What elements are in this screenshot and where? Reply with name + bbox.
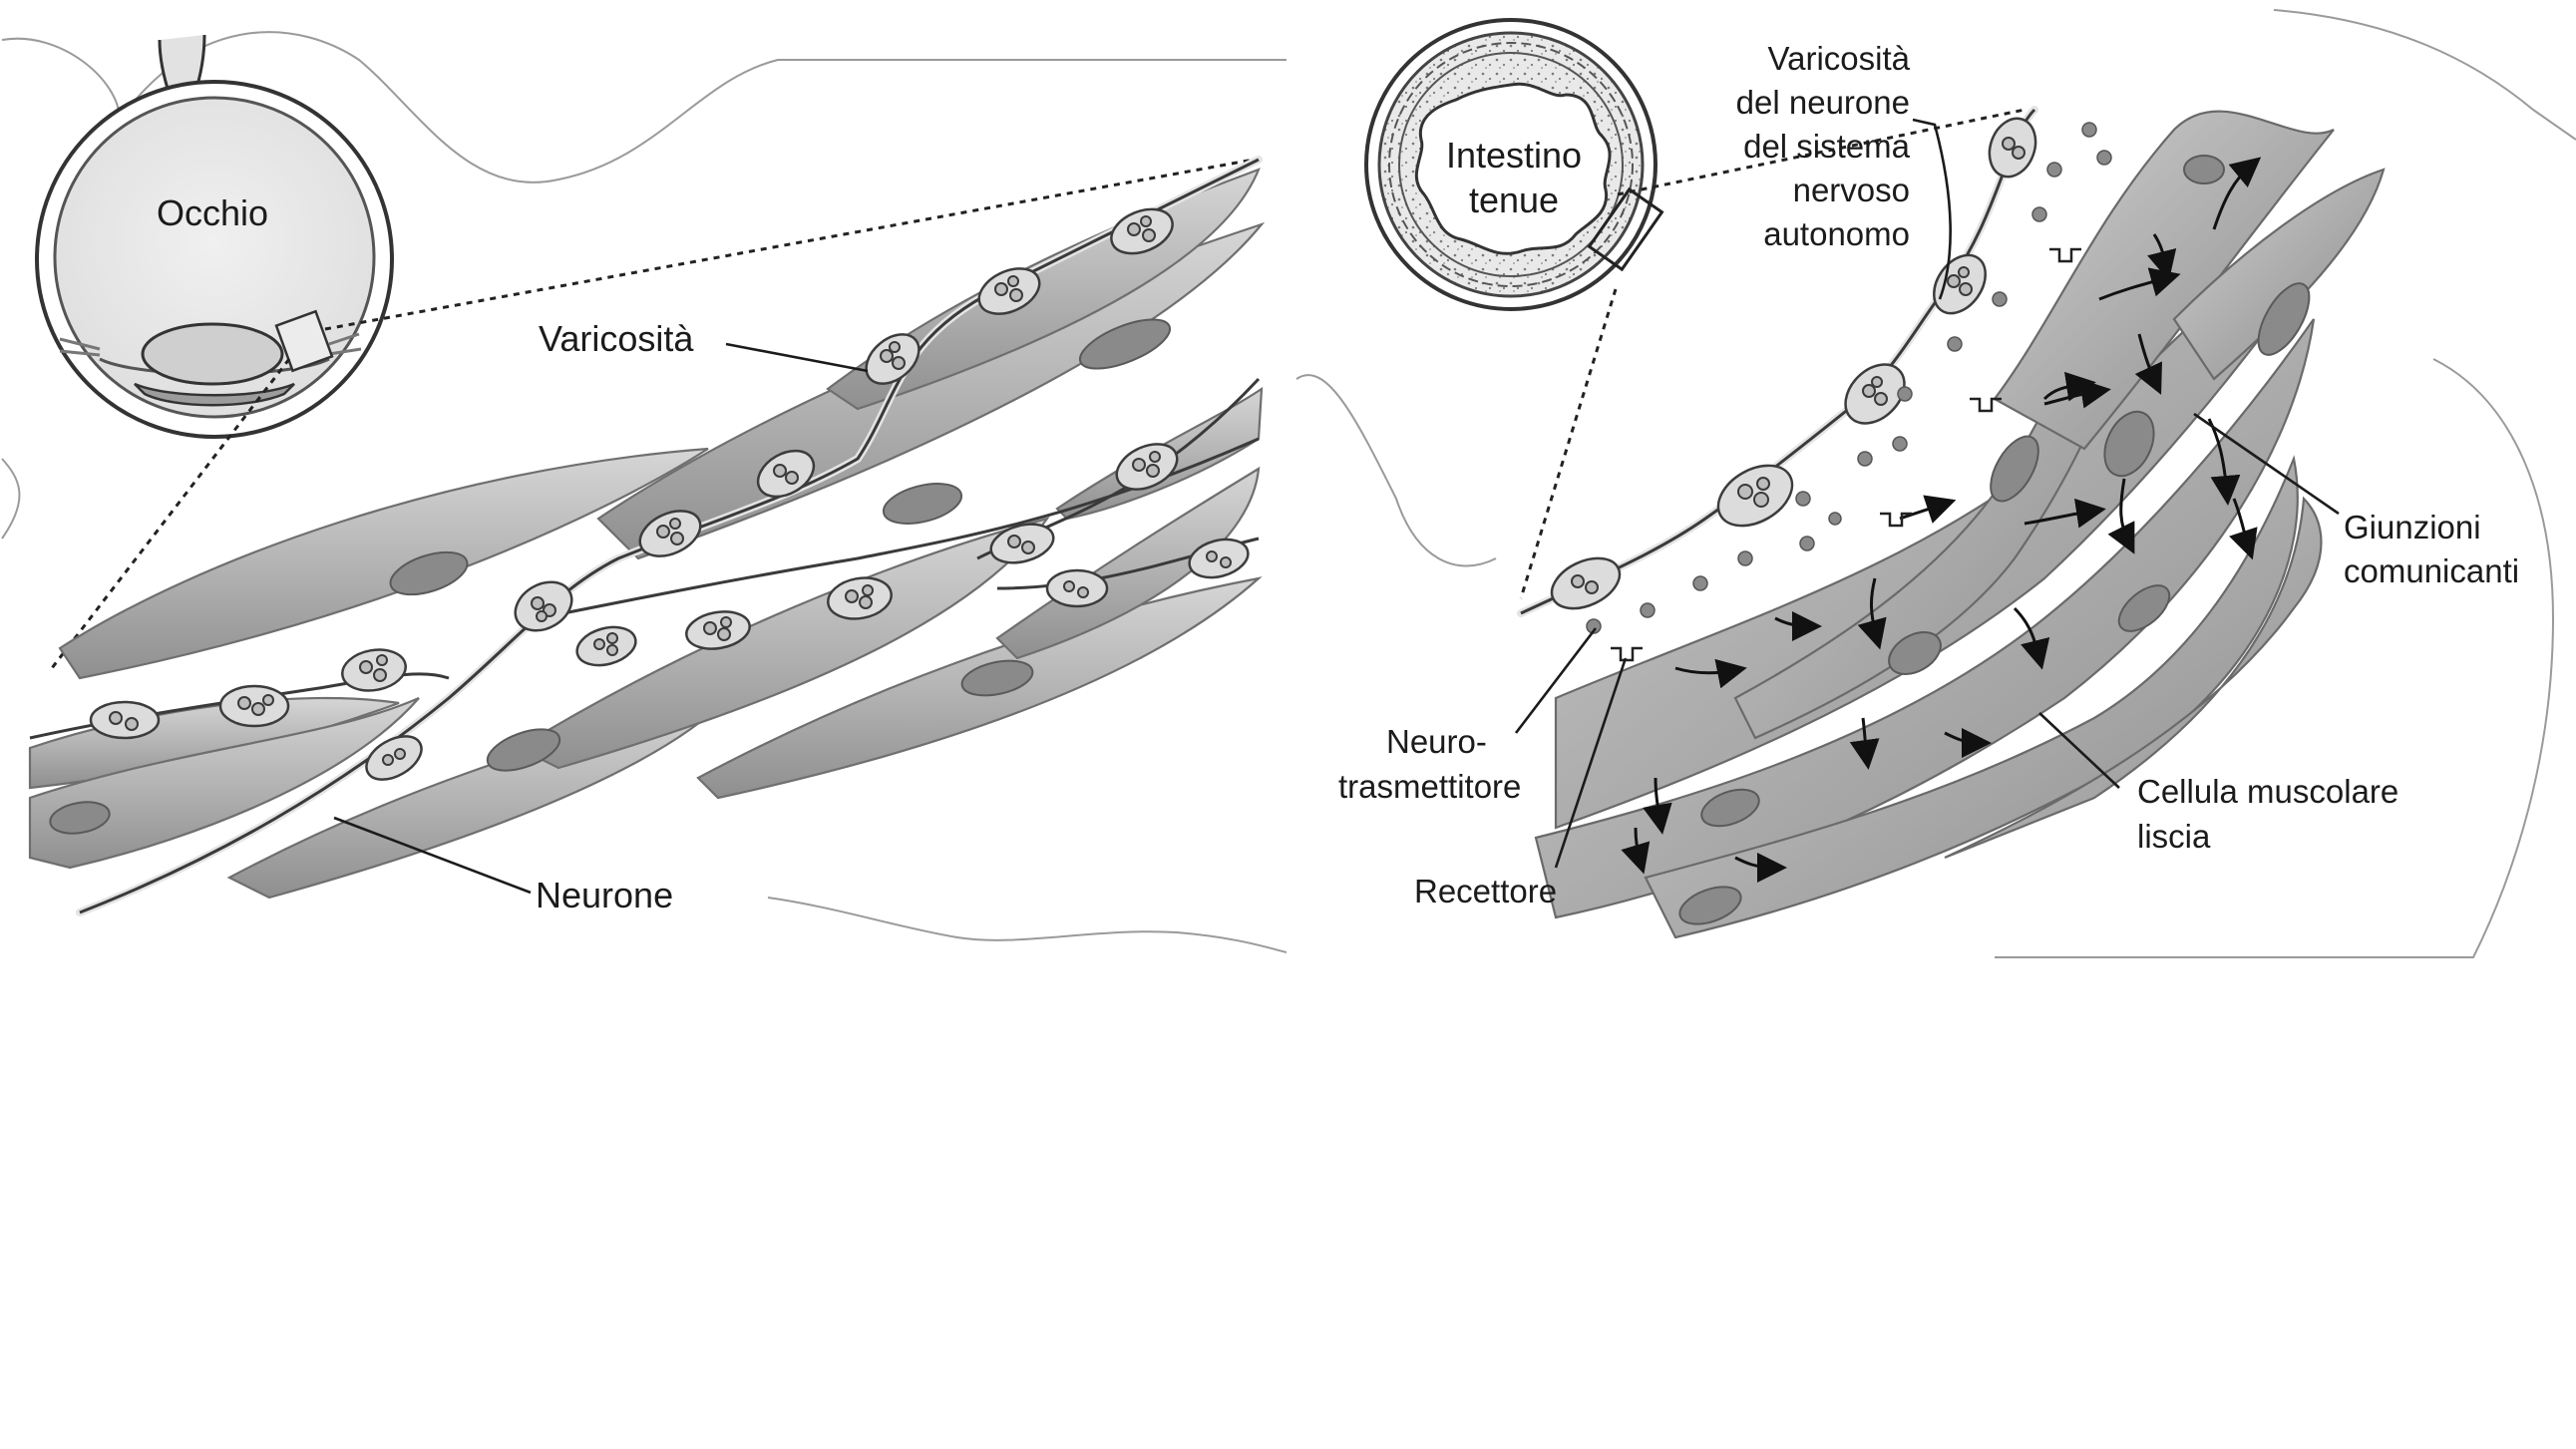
autonomic-varicosity-label-line2: del neurone bbox=[1736, 84, 1910, 121]
smooth-muscle-label-line1: Cellula muscolare bbox=[2137, 773, 2398, 810]
autonomic-varicosity-label-line3: del sistema bbox=[1743, 128, 1911, 165]
receptor-label: Recettore bbox=[1414, 873, 1557, 909]
right-muscle-cells bbox=[1536, 112, 2384, 937]
eye-label: Occhio bbox=[157, 192, 268, 233]
smooth-muscle-label-line2: liscia bbox=[2137, 818, 2211, 855]
neuron-label: Neurone bbox=[536, 875, 673, 915]
neurotransmitter-label-line2: trasmettitore bbox=[1338, 768, 1521, 805]
autonomic-varicosity-label-line4: nervoso bbox=[1793, 172, 1910, 208]
varicosity-label-left: Varicosità bbox=[539, 318, 694, 359]
small-intestine-cross-section: Intestino tenue bbox=[1366, 20, 1661, 309]
left-panel: Occhio bbox=[30, 35, 1265, 915]
gap-junction-label-line2: comunicanti bbox=[2344, 552, 2519, 589]
gap-junction-label-line1: Giunzioni bbox=[2344, 509, 2481, 545]
right-panel: Intestino tenue bbox=[1338, 20, 2519, 937]
eye-illustration: Occhio bbox=[37, 35, 392, 437]
autonomic-varicosity-label-line5: autonomo bbox=[1763, 215, 1910, 252]
intestine-label-line2: tenue bbox=[1469, 180, 1559, 220]
autonomic-varicosity-label-line1: Varicosità bbox=[1768, 40, 1911, 77]
neurotransmitter-label-line1: Neuro- bbox=[1386, 723, 1487, 760]
intestine-label-line1: Intestino bbox=[1446, 135, 1582, 176]
